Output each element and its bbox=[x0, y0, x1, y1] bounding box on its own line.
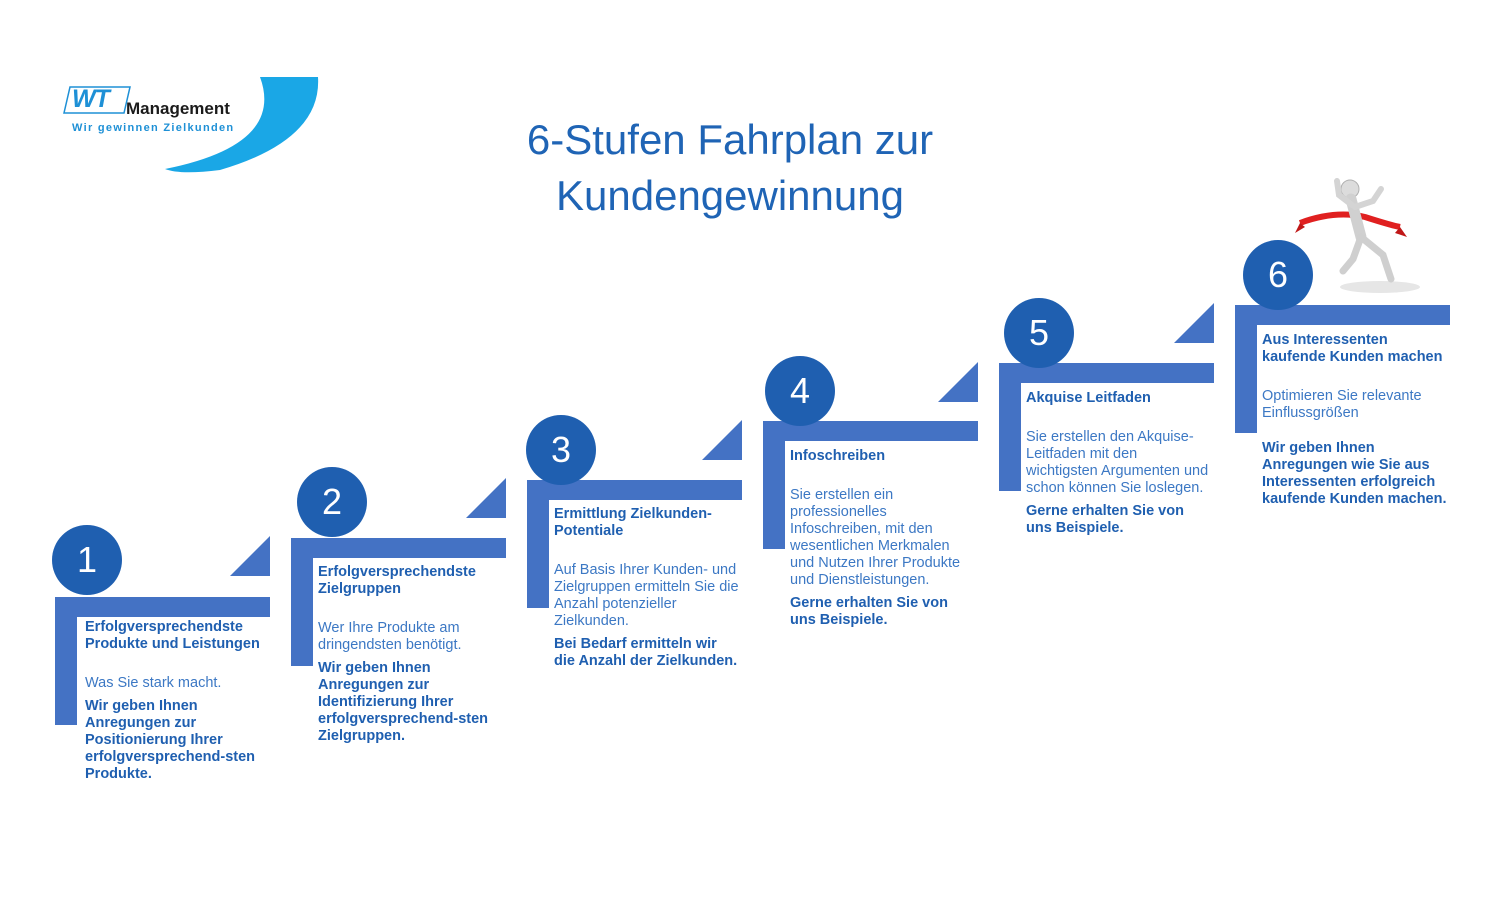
step-text-5: Akquise Leitfaden Sie erstellen den Akqu… bbox=[1026, 390, 1211, 537]
step-description-6: Optimieren Sie relevante Einflussgrößen bbox=[1262, 388, 1422, 421]
runner-finish-illustration bbox=[1295, 178, 1420, 293]
step-bar-4 bbox=[763, 421, 978, 441]
step-arrow-1 bbox=[230, 536, 270, 576]
step-riser-5 bbox=[999, 363, 1021, 491]
step-bar-6 bbox=[1235, 305, 1450, 325]
step-riser-1 bbox=[55, 597, 77, 725]
step-arrow-3 bbox=[702, 420, 742, 460]
step-heading-2: Erfolgversprechendste Zielgruppen bbox=[318, 564, 476, 597]
step-riser-6 bbox=[1235, 305, 1257, 433]
title-line-2: Kundengewinnung bbox=[556, 172, 904, 219]
step-riser-4 bbox=[763, 421, 785, 549]
step-description-1: Was Sie stark macht. bbox=[85, 675, 222, 691]
step-riser-2 bbox=[291, 538, 313, 666]
page-title: 6-Stufen Fahrplan zur Kundengewinnung bbox=[420, 112, 1040, 224]
logo-mark: WT bbox=[72, 85, 110, 113]
step-heading-3: Ermittlung Zielkunden-Potentiale bbox=[554, 506, 712, 539]
step-description-3: Auf Basis Ihrer Kunden- und Zielgruppen … bbox=[554, 562, 739, 629]
logo-tagline: Wir gewinnen Zielkunden bbox=[72, 122, 235, 134]
logo-word: Management bbox=[126, 99, 230, 118]
step-bar-1 bbox=[55, 597, 270, 617]
step-bold-5: Gerne erhalten Sie von uns Beispiele. bbox=[1026, 503, 1184, 536]
step-description-5: Sie erstellen den Akquise-Leitfaden mit … bbox=[1026, 429, 1209, 496]
step-number-5: 5 bbox=[1004, 298, 1074, 368]
step-text-4: Infoschreiben Sie erstellen ein professi… bbox=[790, 448, 975, 629]
step-number-2: 2 bbox=[297, 467, 367, 537]
logo-swoosh bbox=[63, 77, 319, 173]
step-riser-3 bbox=[527, 480, 549, 608]
step-bold-6: Wir geben Ihnen Anregungen wie Sie aus I… bbox=[1262, 440, 1447, 507]
step-bold-1: Wir geben Ihnen Anregungen zur Positioni… bbox=[85, 698, 256, 782]
step-description-2: Wer Ihre Produkte am dringendsten benöti… bbox=[318, 620, 462, 653]
step-number-4: 4 bbox=[765, 356, 835, 426]
step-heading-4: Infoschreiben bbox=[790, 448, 886, 464]
step-bold-4: Gerne erhalten Sie von uns Beispiele. bbox=[790, 595, 948, 628]
step-arrow-5 bbox=[1174, 303, 1214, 343]
step-bar-5 bbox=[999, 363, 1214, 383]
step-number-6: 6 bbox=[1243, 240, 1313, 310]
step-heading-1: Erfolgversprechendste Produkte und Leist… bbox=[85, 619, 260, 652]
step-arrow-2 bbox=[466, 478, 506, 518]
step-text-3: Ermittlung Zielkunden-Potentiale Auf Bas… bbox=[554, 506, 739, 670]
step-text-2: Erfolgversprechendste Zielgruppen Wer Ih… bbox=[318, 564, 503, 745]
step-description-4: Sie erstellen ein professionelles Infosc… bbox=[790, 487, 961, 588]
step-number-3: 3 bbox=[526, 415, 596, 485]
step-arrow-4 bbox=[938, 362, 978, 402]
step-text-1: Erfolgversprechendste Produkte und Leist… bbox=[85, 619, 270, 783]
step-bar-2 bbox=[291, 538, 506, 558]
step-heading-5: Akquise Leitfaden bbox=[1026, 390, 1151, 406]
step-bar-3 bbox=[527, 480, 742, 500]
step-bold-2: Wir geben Ihnen Anregungen zur Identifiz… bbox=[318, 660, 489, 744]
step-number-1: 1 bbox=[52, 525, 122, 595]
step-heading-6: Aus Interessenten kaufende Kunden machen bbox=[1262, 332, 1443, 365]
step-bold-3: Bei Bedarf ermitteln wir die Anzahl der … bbox=[554, 636, 738, 669]
company-logo: WT Management Wir gewinnen Zielkunden bbox=[60, 75, 330, 175]
title-line-1: 6-Stufen Fahrplan zur bbox=[526, 116, 934, 163]
step-text-6: Aus Interessenten kaufende Kunden machen… bbox=[1262, 332, 1447, 508]
